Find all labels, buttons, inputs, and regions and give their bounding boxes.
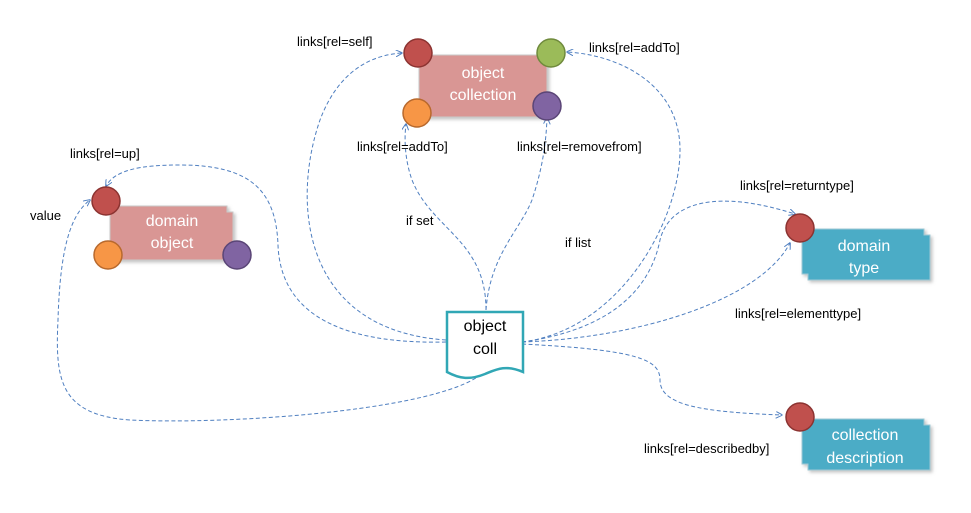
object-collection-node: object collection bbox=[402, 38, 566, 128]
edge-elementtype bbox=[521, 243, 790, 343]
object-coll-box bbox=[445, 310, 525, 380]
removefrom-port-circle bbox=[532, 91, 562, 121]
label-rel-addto: links[rel=addTo] bbox=[357, 139, 448, 154]
edge-up bbox=[106, 164, 447, 343]
label-rel-removefrom: links[rel=removefrom] bbox=[517, 139, 642, 154]
domain-object-orange-port-circle bbox=[93, 240, 123, 270]
self-port-circle bbox=[403, 38, 433, 68]
domain-object-line2: object bbox=[151, 235, 194, 252]
edge-removefrom-iflist bbox=[485, 118, 547, 311]
domain-object-purple-port-circle bbox=[222, 240, 252, 270]
label-if-list: if list bbox=[565, 235, 591, 250]
label-rel-self: links[rel=self] bbox=[297, 34, 373, 49]
object-coll-node: object coll bbox=[445, 310, 525, 380]
domain-object-node: domain object bbox=[91, 186, 252, 270]
edge-value bbox=[56, 200, 487, 422]
addto-orange-port-circle bbox=[402, 98, 432, 128]
collection-description-line2: description bbox=[826, 450, 903, 467]
object-collection-box bbox=[418, 54, 548, 118]
label-rel-addto-top: links[rel=addTo] bbox=[589, 40, 680, 55]
label-value: value bbox=[30, 208, 61, 223]
label-rel-returntype: links[rel=returntype] bbox=[740, 178, 854, 193]
object-collection-line1: object bbox=[462, 65, 505, 82]
domain-type-line2: type bbox=[849, 260, 879, 277]
up-port-circle bbox=[91, 186, 121, 216]
domain-type-line1: domain bbox=[838, 238, 890, 255]
addto-green-port-circle bbox=[536, 38, 566, 68]
label-rel-elementtype: links[rel=elementtype] bbox=[735, 306, 861, 321]
domain-type-node: domain type bbox=[785, 213, 931, 281]
object-coll-line1: object bbox=[464, 318, 507, 335]
object-coll-line2: coll bbox=[473, 341, 497, 358]
label-rel-up: links[rel=up] bbox=[70, 146, 140, 161]
edge-describedby bbox=[521, 343, 782, 415]
collection-description-line1: collection bbox=[832, 427, 899, 444]
label-rel-describedby: links[rel=describedby] bbox=[644, 441, 769, 456]
object-collection-line2: collection bbox=[450, 87, 517, 104]
domain-object-line1: domain bbox=[146, 213, 198, 230]
returntype-port-circle bbox=[785, 213, 815, 243]
edge-returntype bbox=[521, 200, 795, 343]
collection-description-node: collection description bbox=[785, 402, 931, 471]
label-if-set: if set bbox=[406, 213, 434, 228]
describedby-port-circle bbox=[785, 402, 815, 432]
edge-addto-top bbox=[521, 52, 681, 343]
edge-addto-ifset bbox=[405, 124, 487, 311]
edge-self bbox=[306, 53, 447, 341]
